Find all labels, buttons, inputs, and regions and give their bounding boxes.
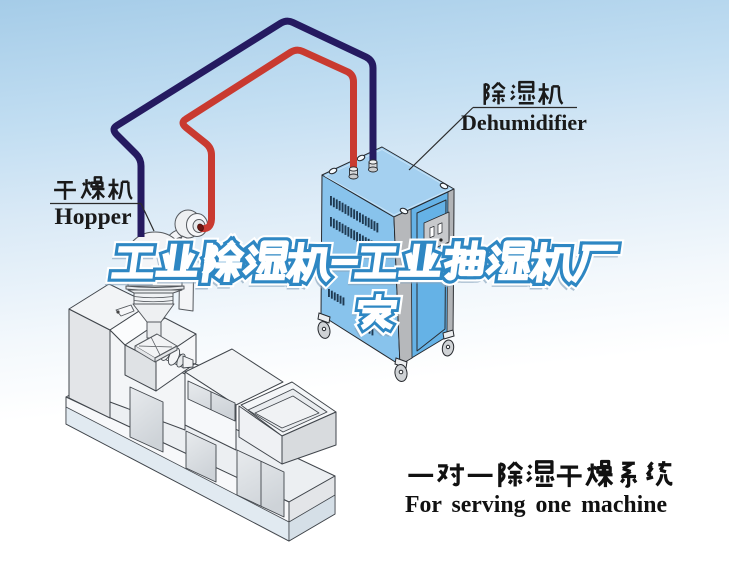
svg-text:Dehumidifier: Dehumidifier [461,110,587,135]
svg-text:Hopper: Hopper [54,204,131,230]
svg-text:For serving one machine: For serving one machine [405,492,667,518]
